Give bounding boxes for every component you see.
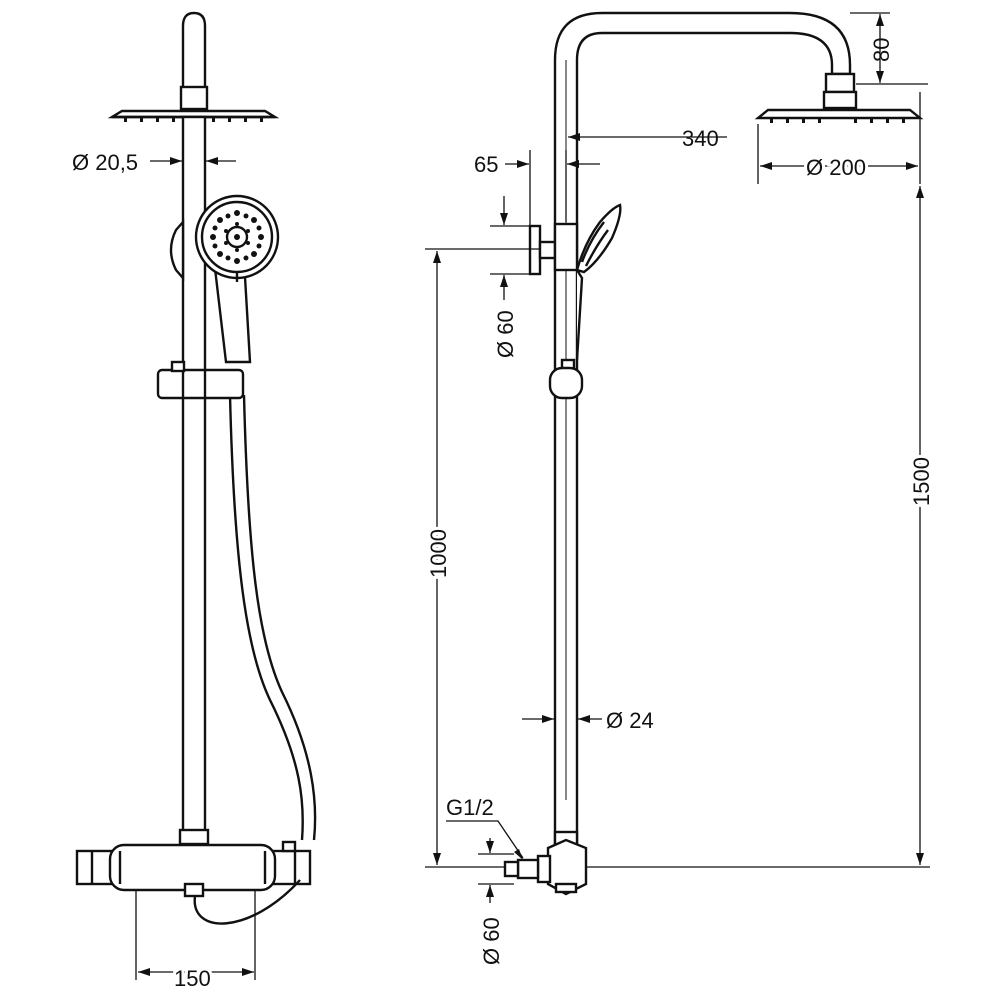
wall-bracket <box>528 222 579 276</box>
dim-escutcheon-diameter: Ø 60 <box>479 917 504 965</box>
mixer-side <box>503 830 588 896</box>
head-nut <box>822 90 858 110</box>
dim-riser-height: 1000 <box>426 529 451 578</box>
riser-and-arm <box>553 11 852 845</box>
hand-shower-side <box>575 203 622 361</box>
dim-mixer-centres: 150 <box>174 966 211 991</box>
dim-pipe-diameter: Ø 20,5 <box>72 150 138 175</box>
thermostatic-mixer <box>75 840 312 898</box>
hand-shower-head <box>194 194 280 282</box>
side-view <box>503 11 924 896</box>
front-view <box>75 11 317 925</box>
pipe-connector <box>179 85 209 111</box>
dim-thread-spec: G1/2 <box>446 795 494 820</box>
overhead-pipe <box>181 11 207 95</box>
shower-hose-outer <box>228 394 304 841</box>
arm-connector <box>824 72 856 94</box>
slider-bracket <box>156 360 245 400</box>
dim-head-drop: 80 <box>869 38 894 62</box>
shower-hose-inner <box>242 394 317 841</box>
rain-head-side <box>754 108 924 123</box>
dimensions: Ø 20,5 150 80 340 Ø 200 65 Ø 60 <box>72 12 937 994</box>
dim-bracket-offset: 65 <box>474 152 498 177</box>
dim-overall-height: 1500 <box>909 457 934 506</box>
dim-rail-diameter: Ø 24 <box>606 708 654 733</box>
hose-bottom-loop <box>193 879 301 925</box>
dim-bracket-diameter: Ø 60 <box>493 310 518 358</box>
dim-arm-projection: 340 <box>682 126 719 151</box>
dim-head-diameter: Ø 200 <box>806 155 866 180</box>
rail-joint <box>178 828 210 846</box>
slider-knob <box>548 358 584 400</box>
hand-shower-holder <box>169 218 185 282</box>
